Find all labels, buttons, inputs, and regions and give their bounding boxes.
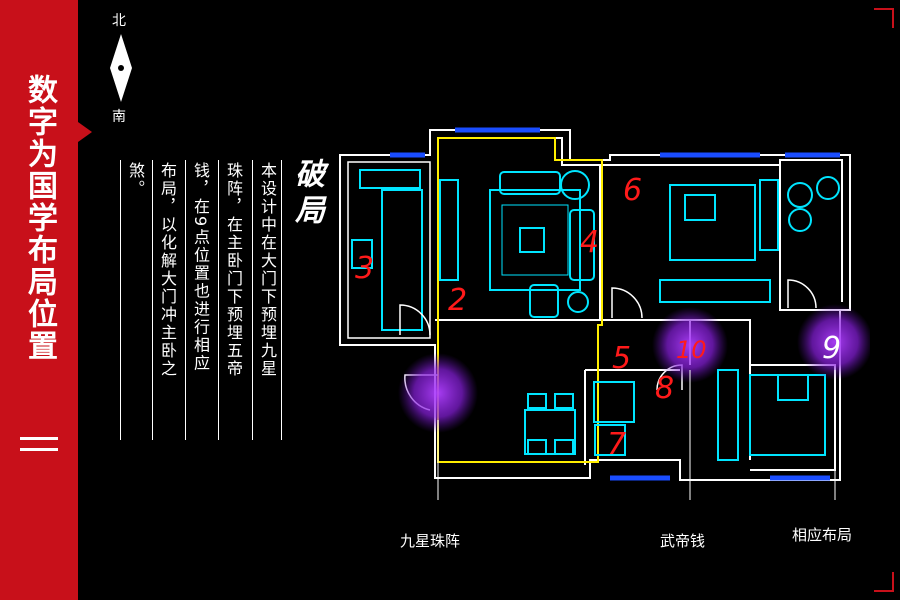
body-column-5: 煞。 <box>126 162 145 198</box>
room-number: 3 <box>355 251 374 286</box>
sidebar-title: 数字为国学布局位置 <box>22 74 57 362</box>
room-number: 10 <box>676 336 707 364</box>
room-number: 6 <box>623 173 642 208</box>
body-column-1: 本设计中在大门下预埋九星 <box>258 162 277 378</box>
body-column-2: 珠阵，在主卧门下预埋五帝 <box>224 162 243 378</box>
divider <box>218 160 219 440</box>
compass-north-label: 北 <box>112 13 126 29</box>
compass-icon <box>110 34 132 102</box>
corner-mark <box>874 8 894 28</box>
body-column-4: 布局，以化解大门冲主卧之 <box>158 162 177 378</box>
divider <box>152 160 153 440</box>
room-number: 5 <box>612 341 631 376</box>
divider <box>185 160 186 440</box>
room-number: 9 <box>822 331 841 366</box>
body-column-3: 钱，在9点位置也进行相应 <box>191 162 210 373</box>
compass-south-label: 南 <box>112 109 126 125</box>
menu-bars-icon <box>20 437 58 459</box>
room-number: 8 <box>655 371 674 406</box>
floor-plan: 2 3 4 5 6 7 8 9 10 <box>339 127 870 500</box>
wudi-coin-marker <box>652 307 728 383</box>
section-heading: 破局 <box>289 158 324 230</box>
corner-mark <box>874 572 894 592</box>
room-number: 7 <box>607 427 626 462</box>
room-number: 4 <box>580 225 599 260</box>
sidebar-pointer <box>78 122 92 142</box>
divider <box>252 160 253 440</box>
layout-marker <box>797 304 870 380</box>
nine-star-marker <box>398 353 478 433</box>
callout-layout: 相应布局 <box>792 526 853 544</box>
sidebar-red-band <box>0 0 78 600</box>
room-number: 2 <box>448 283 467 318</box>
callout-nine-star: 九星珠阵 <box>400 532 461 550</box>
callout-wudi-coin: 武帝钱 <box>660 532 706 550</box>
divider <box>120 160 121 440</box>
divider <box>281 160 282 440</box>
